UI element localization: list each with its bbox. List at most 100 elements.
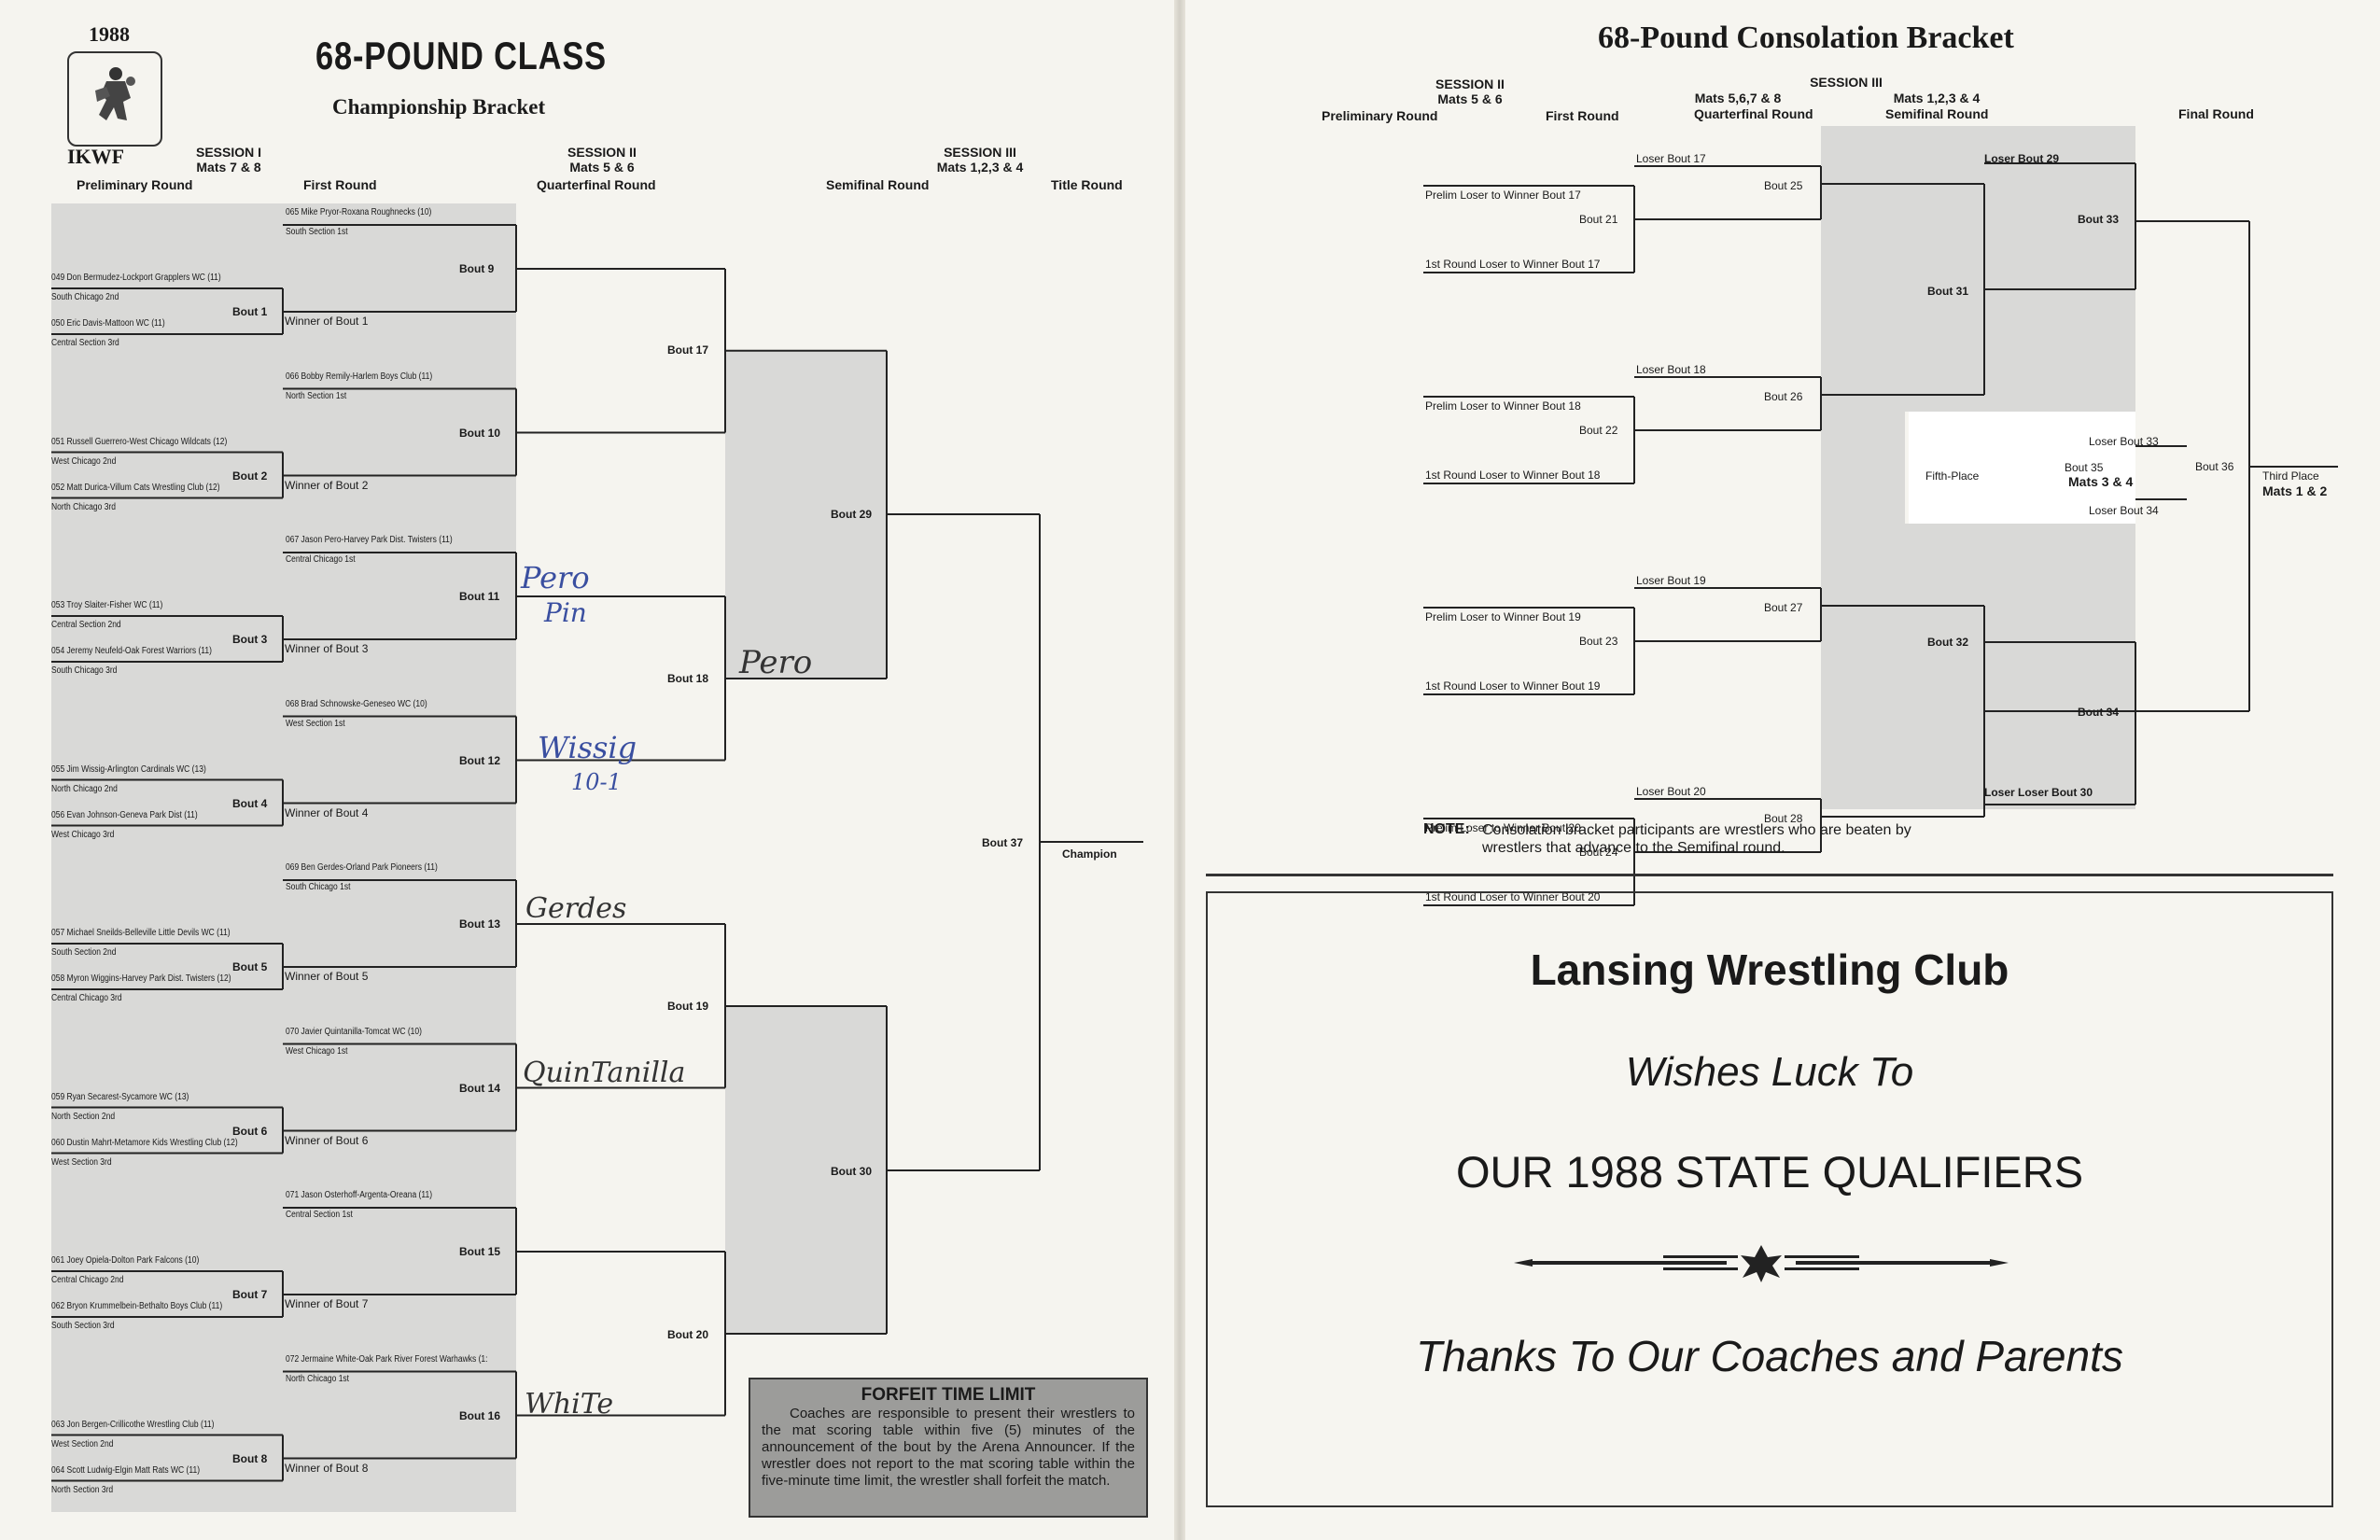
forfeit-notice: FORFEIT TIME LIMIT Coaches are responsib… [749,1378,1148,1518]
seed-wrestler: 072 Jermaine White-Oak Park River Forest… [286,1353,488,1365]
bout-18-label: Bout 18 [667,672,709,685]
cons-prelim-label: Prelim Loser to Winner Bout 19 [1425,610,1581,623]
prelim-bout: Bout 5 [232,960,268,973]
prelim-section: West Section 2nd [51,1438,114,1449]
cons-mats-3-4: Mats 3 & 4 [2068,474,2134,489]
seed-section: North Section 1st [286,390,347,401]
seed-wrestler: 066 Bobby Remily-Harlem Boys Club (11) [286,371,433,382]
champion-label: Champion [1062,847,1117,861]
bout-19-label: Bout 19 [667,1000,709,1013]
seed-wrestler: 068 Brad Schnowske-Geneseo WC (10) [286,698,427,709]
prelim-wrestler: 050 Eric Davis-Mattoon WC (11) [51,318,165,329]
cons-round-final: Final Round [2178,106,2254,121]
cons-round-semifinal: Semifinal Round [1885,106,1989,121]
cons-quarter-loser: Loser Bout 18 [1636,363,1706,376]
prelim-bout: Bout 2 [232,469,268,483]
cons-bout-32: Bout 32 [1927,636,1969,649]
prelim-wrestler: 051 Russell Guerrero-West Chicago Wildca… [51,436,228,447]
cons-prelim-label: Prelim Loser to Winner Bout 18 [1425,399,1581,413]
seed-section: South Chicago 1st [286,882,351,892]
page-title: 68-POUND CLASS [315,34,607,77]
seed-section: West Section 1st [286,718,345,729]
note-text: Consolation bracket participants are wre… [1482,822,1911,856]
ikwf-logo [67,51,162,147]
round-preliminary: Preliminary Round [77,177,193,192]
wrestlers-icon [95,67,135,120]
cons-quarter-loser: Loser Bout 19 [1636,574,1706,587]
prelim-bout: Bout 8 [232,1451,268,1465]
prelim-wrestler: 063 Jon Bergen-Crillicothe Wrestling Clu… [51,1419,215,1430]
cons-quarter-bout: Bout 26 [1764,390,1803,403]
fifth-place-label: Fifth-Place [1925,469,1980,483]
prelim-section: Central Chicago 2nd [51,1275,124,1285]
ornament-divider-icon [1514,1245,2009,1282]
winner-of-bout: Winner of Bout 4 [285,805,369,819]
section-divider [1206,874,2333,876]
round-semifinal: Semifinal Round [826,177,930,192]
ad-wishes: Wishes Luck To [1625,1049,1914,1095]
prelim-section: South Section 3rd [51,1321,115,1331]
handwritten-gerdes: Gerdes [525,892,627,925]
cons-quarter-bout: Bout 27 [1764,601,1803,614]
page-gutter [1174,0,1185,1540]
cons-bout-33: Bout 33 [2078,213,2120,226]
cons-mats-quarter: Mats 5,6,7 & 8 [1694,91,1782,105]
prelim-wrestler: 060 Dustin Mahrt-Metamore Kids Wrestling… [51,1137,238,1148]
cons-session-3-header: SESSION III [1810,75,1883,90]
prelim-section: South Section 2nd [51,947,117,958]
handwritten-quintanilla: QuinTanilla [523,1057,686,1089]
cons-first-bout: Bout 23 [1579,635,1618,648]
handwritten-pin: Pin [544,597,587,628]
org-label: IKWF [67,145,125,168]
prelim-section: South Chicago 2nd [51,292,119,302]
cons-prelim-label: Prelim Loser to Winner Bout 17 [1425,189,1581,202]
page-subtitle: Championship Bracket [332,95,546,119]
prelim-section: North Chicago 2nd [51,783,118,794]
seed-wrestler: 070 Javier Quintanilla-Tomcat WC (10) [286,1026,422,1037]
seed-wrestler: 069 Ben Gerdes-Orland Park Pioneers (11) [286,862,438,873]
seed-section: West Chicago 1st [286,1045,348,1057]
prelim-section: Central Chicago 3rd [51,993,122,1003]
cons-first-label: 1st Round Loser to Winner Bout 18 [1425,469,1601,482]
handwritten-pero-semifinal: Pero [739,644,813,681]
championship-bracket-lines [51,224,1143,1482]
cons-quarter-loser: Loser Bout 20 [1636,785,1706,798]
cons-shading-top [1821,126,2135,412]
winner-of-bout: Winner of Bout 1 [285,315,369,328]
cons-round-preliminary: Preliminary Round [1322,108,1438,123]
first-round-bout: Bout 15 [459,1245,501,1258]
prelim-wrestler: 056 Evan Johnson-Geneva Park Dist (11) [51,809,198,820]
prelim-section: North Chicago 3rd [51,501,116,512]
seed-section: South Section 1st [286,227,348,237]
first-round-bout: Bout 13 [459,917,501,931]
first-round-bout: Bout 14 [459,1081,501,1095]
prelim-wrestler: 052 Matt Durica-Villum Cats Wrestling Cl… [51,482,220,493]
prelim-wrestler: 053 Troy Slaiter-Fisher WC (11) [51,600,163,610]
handwritten-wissig: Wissig [538,730,637,765]
prelim-section: West Section 3rd [51,1156,112,1168]
bout-17-label: Bout 17 [667,343,709,357]
round-first: First Round [303,177,377,192]
cons-loser-33: Loser Bout 33 [2089,435,2159,448]
bout-29-label: Bout 29 [831,508,873,521]
winner-of-bout: Winner of Bout 3 [285,642,369,655]
cons-prelim-label: Prelim Loser to Winner Bout 20 [1425,821,1581,834]
cons-quarter-bout: Bout 25 [1764,179,1803,192]
fifth-place-area [1909,412,2135,524]
forfeit-title: FORFEIT TIME LIMIT [861,1385,1036,1405]
cons-first-bout: Bout 22 [1579,424,1618,437]
bout-20-label: Bout 20 [667,1328,709,1341]
round-title: Title Round [1051,177,1123,192]
prelim-section: West Chicago 2nd [51,455,117,467]
prelim-section: West Chicago 3rd [51,829,115,840]
handwritten-score: 10-1 [571,769,622,795]
prelim-wrestler: 061 Joey Opiela-Dolton Park Falcons (10) [51,1255,200,1266]
seed-wrestler: 065 Mike Pryor-Roxana Roughnecks (10) [286,207,432,217]
prelim-wrestler: 049 Don Bermudez-Lockport Grapplers WC (… [51,273,221,283]
ad-thanks: Thanks To Our Coaches and Parents [1416,1332,2123,1380]
cons-first-label: 1st Round Loser to Winner Bout 17 [1425,258,1601,271]
consolation-title: 68-Pound Consolation Bracket [1598,21,2014,55]
